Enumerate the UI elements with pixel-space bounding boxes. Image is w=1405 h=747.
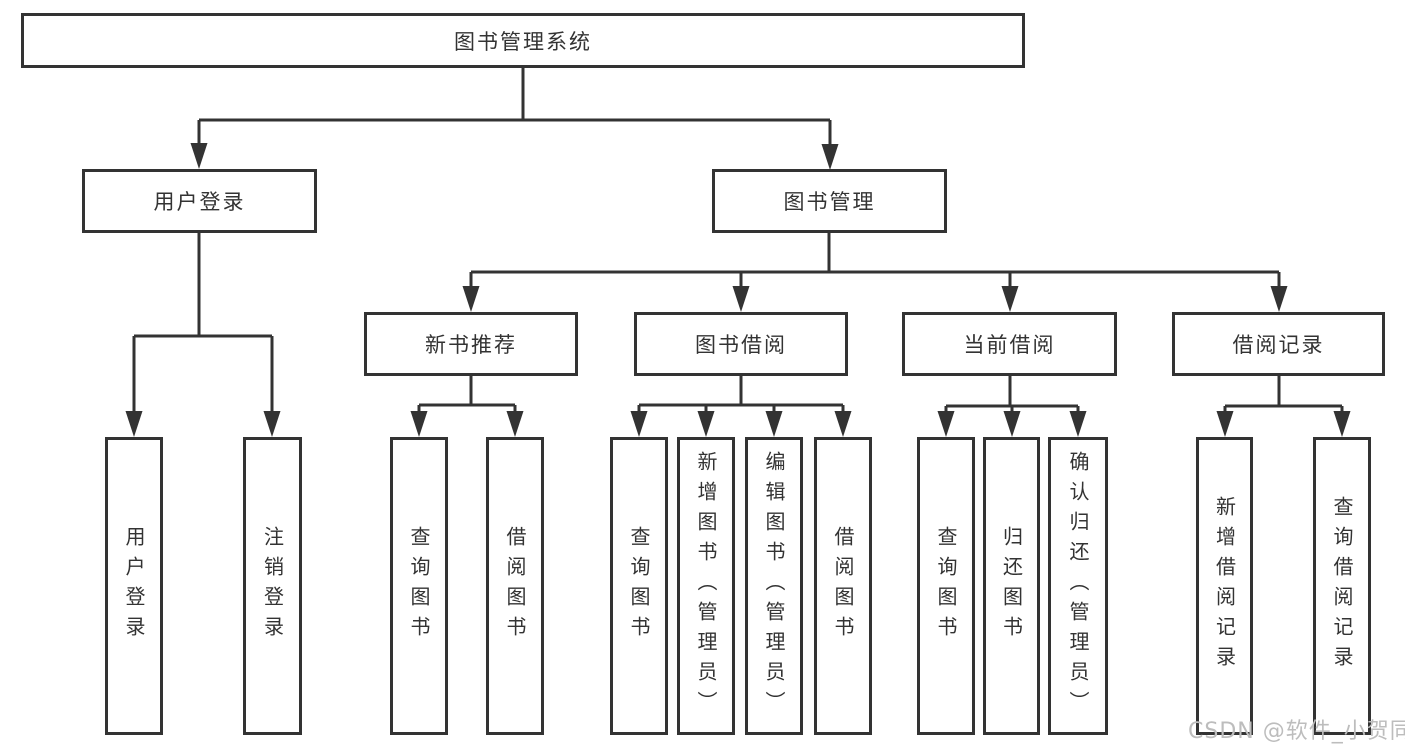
node-leaf-user-login: 用户登录 xyxy=(105,437,163,735)
node-book-borrow: 图书借阅 xyxy=(634,312,848,376)
node-leaf-bb-add-books-admin: 新增图书（管理员） xyxy=(677,437,735,735)
node-leaf-br-add-record: 新增借阅记录 xyxy=(1196,437,1253,735)
node-new-book-recommend: 新书推荐 xyxy=(364,312,578,376)
node-book-management: 图书管理 xyxy=(712,169,947,233)
node-leaf-bb-borrow-books: 借阅图书 xyxy=(814,437,872,735)
node-leaf-cb-query-books: 查询图书 xyxy=(917,437,975,735)
node-leaf-br-query-record: 查询借阅记录 xyxy=(1313,437,1371,735)
node-leaf-bb-query-books: 查询图书 xyxy=(610,437,668,735)
node-leaf-cb-return-books: 归还图书 xyxy=(983,437,1040,735)
node-borrow-records: 借阅记录 xyxy=(1172,312,1385,376)
node-leaf-cb-confirm-return-admin: 确认归还（管理员） xyxy=(1048,437,1108,735)
watermark: CSDN @软件_小贺同学 xyxy=(1188,719,1405,744)
node-leaf-nb-borrow-books: 借阅图书 xyxy=(486,437,544,735)
node-leaf-logout: 注销登录 xyxy=(243,437,302,735)
node-leaf-nb-query-books: 查询图书 xyxy=(390,437,448,735)
node-user-login: 用户登录 xyxy=(82,169,317,233)
arrowheads xyxy=(125,143,1351,437)
node-current-borrow: 当前借阅 xyxy=(902,312,1117,376)
node-leaf-bb-edit-books-admin: 编辑图书（管理员） xyxy=(745,437,803,735)
node-library-management-system: 图书管理系统 xyxy=(21,13,1025,68)
